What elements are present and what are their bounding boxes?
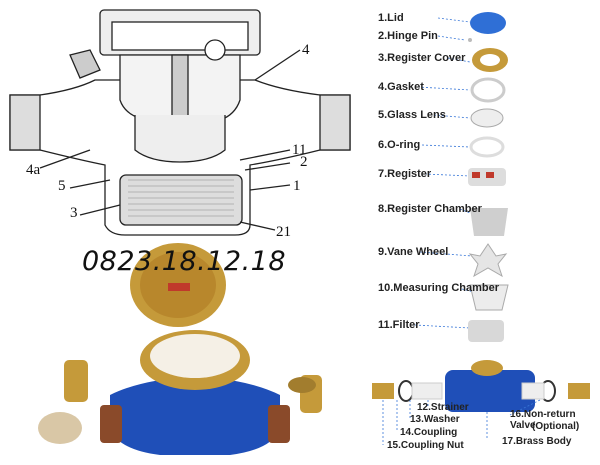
part-label: 6.O-ring [378,139,421,151]
part-label: 1.Lid [378,12,404,24]
parts-list: 1.Lid 2.Hinge Pin 3.Register Cover 4.Gas… [362,0,600,465]
part-label: 11.Filter [378,319,420,331]
part-label: 7.Register [378,168,432,180]
part-label: 2.Hinge Pin [378,30,438,42]
part-label: 8.Register Chamber [378,203,482,215]
part-label: 10.Measuring Chamber [378,282,500,294]
part-label: 15.Coupling Nut [387,440,464,451]
water-meter-photo [38,243,322,455]
part-label: 13.Washer [410,414,460,425]
diagram-label: 2 [300,154,308,170]
diagram-label: 1 [293,178,301,194]
part-label: 14.Coupling [400,427,458,438]
diagram-label: 3 [70,205,78,221]
part-label: 4.Gasket [378,81,424,93]
water-meter-cross-section-diagram [9,9,351,236]
diagram-label: 5 [58,178,66,194]
part-label: 16.Non-return Valve [510,409,576,431]
part-label: 5.Glass Lens [378,109,446,121]
part-label: 12.Strainer [417,402,469,413]
diagram-label: 11 [292,142,307,158]
part-label: 9.Vane Wheel [378,246,449,258]
part-label: 3.Register Cover [378,52,466,64]
part-label: (Optional) [532,421,580,432]
diagram-label: 4 [302,42,310,58]
diagram-label: 4a [26,162,41,178]
product-photo [0,243,362,465]
phone-number: 0823.18.12.18 [82,246,287,277]
exploded-parts-icons [372,12,590,445]
cross-section-diagram: 4 11 2 1 21 4a 5 3 [0,0,362,240]
part-label: 17.Brass Body [502,436,572,447]
diagram-label: 21 [276,224,291,240]
